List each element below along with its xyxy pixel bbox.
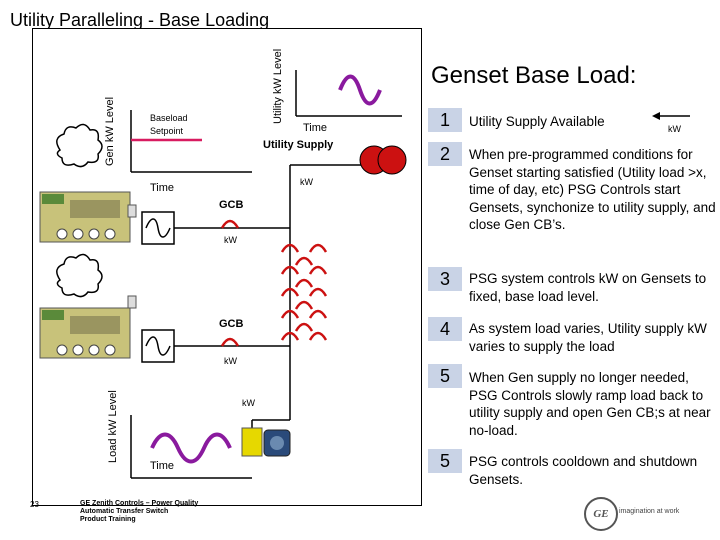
footer-text: GE Zenith Controls – Power Quality Autom… — [80, 500, 198, 524]
kw-arrow-label: kW — [668, 124, 681, 134]
step-number: 3 — [428, 267, 462, 291]
load-kw-plot — [130, 415, 252, 479]
step-text: Utility Supply Available — [469, 114, 605, 129]
panel-heading: Genset Base Load: — [431, 62, 637, 89]
step-text: PSG system controls kW on Gensets to fix… — [469, 271, 707, 304]
footer-line: Automatic Transfer Switch — [80, 508, 169, 515]
page-number: 23 — [30, 500, 39, 509]
kw-label: kW — [224, 356, 237, 366]
baseload-setpoint-label: Baseload Setpoint — [150, 113, 188, 136]
gcb-label: GCB — [219, 199, 244, 211]
step-number: 5 — [428, 449, 462, 473]
genset-icon — [39, 191, 137, 243]
utility-kw-plot — [295, 70, 402, 117]
kw-label: kW — [300, 177, 313, 187]
brand-tagline: imagination at work — [619, 508, 680, 515]
time-label: Time — [150, 460, 175, 472]
step-number: 5 — [428, 364, 462, 388]
gcb-breaker-icon — [220, 337, 240, 347]
kw-arrow-icon — [652, 112, 690, 120]
cloud-icon — [56, 253, 103, 298]
genset-icon — [39, 295, 137, 359]
cloud-icon — [56, 123, 103, 168]
kw-label: kW — [224, 235, 237, 245]
step-text: As system load varies, Utility supply kW… — [469, 321, 707, 354]
step-number: 2 — [428, 142, 462, 166]
gcb-label: GCB — [219, 318, 244, 330]
breaker-array-icon — [280, 243, 328, 341]
kw-label: kW — [242, 398, 255, 408]
utility-transformer-icon — [290, 145, 407, 175]
generator-symbol-icon — [141, 329, 175, 363]
generator-symbol-icon — [141, 211, 175, 245]
utility-wave — [338, 74, 382, 106]
time-label: Time — [303, 122, 328, 134]
step-number: 1 — [428, 108, 462, 132]
load-icon — [241, 427, 291, 457]
step-text: When pre-programmed conditions for Gense… — [469, 147, 716, 232]
load-wave — [150, 432, 232, 464]
gen-kw-level-label: Gen kW Level — [104, 96, 116, 166]
time-label: Time — [150, 182, 175, 194]
footer-line: Product Training — [80, 516, 136, 523]
load-kw-level-label: Load kW Level — [107, 390, 119, 463]
utility-kw-level-label: Utility kW Level — [272, 48, 284, 124]
footer-line: GE Zenith Controls – Power Quality — [80, 500, 199, 507]
step-text: When Gen supply no longer needed, PSG Co… — [469, 370, 711, 438]
page-title: Utility Paralleling - Base Loading — [10, 10, 270, 30]
gen-kw-plot — [130, 110, 252, 173]
gcb-breaker-icon — [220, 219, 240, 229]
step-number: 4 — [428, 317, 462, 341]
step-text: PSG controls cooldown and shutdown Gense… — [469, 454, 698, 487]
utility-supply-label: Utility Supply — [263, 139, 334, 151]
ge-logo: GE — [584, 497, 618, 531]
